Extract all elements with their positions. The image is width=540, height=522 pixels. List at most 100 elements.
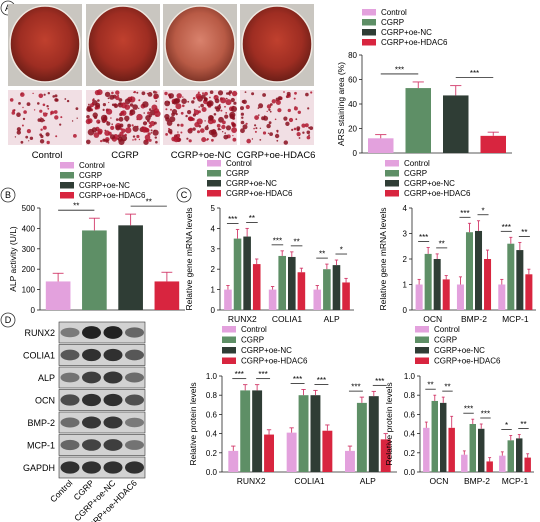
y-tick-label: 0.4 — [206, 430, 218, 439]
stain-dot — [213, 113, 217, 116]
stain-dot — [106, 121, 111, 126]
stain-dot — [136, 113, 143, 121]
legend-swatch — [207, 180, 221, 187]
stain-dot — [141, 91, 146, 96]
legend-label: CGRP — [79, 171, 102, 180]
significance-label: *** — [235, 370, 244, 379]
stain-dot — [189, 127, 193, 132]
blot-band — [60, 461, 80, 474]
stain-dot — [225, 125, 232, 131]
bar — [118, 225, 143, 310]
blot-band — [60, 439, 80, 451]
stain-dot — [201, 107, 207, 112]
stain-dot — [146, 92, 149, 95]
stain-dot — [20, 140, 24, 144]
stain-dot — [200, 103, 204, 108]
stain-dot — [294, 91, 297, 95]
stain-dot — [59, 123, 62, 126]
y-tick-label: 4 — [403, 204, 408, 213]
bar — [240, 390, 251, 472]
stain-dot — [152, 129, 159, 136]
stain-dot — [306, 130, 311, 135]
significance-label: ** — [146, 198, 152, 207]
stain-dot — [76, 117, 78, 119]
blot-band — [103, 393, 123, 407]
bar — [332, 265, 341, 310]
legend-swatch — [222, 326, 236, 333]
stain-dot — [286, 91, 291, 96]
stain-dot — [124, 115, 130, 122]
stain-dot — [110, 125, 115, 130]
stain-dot — [129, 109, 136, 116]
stain-dot — [217, 127, 221, 131]
blot-band — [82, 416, 101, 429]
stain-dot — [85, 118, 92, 125]
stain-dot — [115, 118, 119, 121]
y-tick-label: 1 — [403, 281, 408, 290]
stain-dot — [202, 92, 204, 95]
significance-label: ** — [439, 239, 445, 248]
stain-dot — [176, 93, 182, 99]
stain-dot — [214, 98, 220, 104]
significance-label: *** — [258, 370, 267, 379]
stain-dot — [240, 128, 245, 134]
stain-dot — [242, 124, 248, 130]
legend-swatch — [207, 170, 221, 177]
blot-band-label: GAPDH — [23, 463, 55, 473]
bar — [475, 230, 483, 310]
stain-dot — [175, 112, 178, 116]
stain-dot — [168, 127, 170, 130]
stain-dot — [225, 97, 228, 100]
stain-dot — [115, 95, 120, 101]
stain-dot — [188, 116, 193, 122]
blot-band — [82, 348, 101, 362]
legend-swatch — [222, 336, 236, 343]
stain-dot — [266, 123, 271, 129]
stain-dot — [50, 110, 55, 115]
stain-dot — [195, 93, 202, 100]
stain-dot — [42, 125, 47, 130]
significance-label: *** — [502, 223, 511, 232]
bar — [448, 427, 455, 472]
stain-dot — [115, 125, 121, 131]
legend-label: CGRP+oe-NC — [79, 181, 130, 190]
stain-dot — [251, 92, 255, 96]
bar — [469, 424, 476, 472]
bar — [268, 289, 277, 310]
stain-dot — [26, 102, 31, 106]
stain-dot — [225, 112, 228, 114]
stain-dot — [148, 122, 151, 124]
stain-dot — [134, 138, 137, 141]
photo-label: CGRP+oe-HDAC6 — [237, 150, 316, 161]
stain-dot — [223, 134, 229, 140]
bar — [228, 450, 239, 472]
stain-dot — [165, 133, 169, 136]
stain-dot — [188, 139, 192, 143]
stain-dot — [60, 116, 63, 119]
significance-label: *** — [481, 410, 490, 419]
stain-dot — [138, 99, 141, 102]
legend-label: Control — [79, 161, 105, 170]
stain-dot — [297, 110, 301, 115]
bar — [264, 434, 274, 472]
stain-dot — [73, 134, 77, 138]
ars-staining-photos — [8, 4, 314, 145]
stain-dot — [206, 124, 209, 127]
stain-dot — [222, 131, 224, 133]
stain-dot — [196, 118, 203, 125]
bar — [507, 440, 514, 472]
well-dish — [164, 5, 236, 83]
bar — [440, 402, 447, 472]
bar — [525, 274, 533, 310]
stain-dot — [240, 120, 245, 125]
stain-dot — [132, 135, 136, 138]
stain-dot — [155, 140, 158, 144]
legend-label: Control — [241, 325, 267, 334]
x-tick-label: MCP-1 — [502, 476, 529, 486]
bar — [313, 289, 322, 310]
stain-dot — [127, 123, 131, 128]
stain-dot — [246, 138, 251, 144]
bar — [516, 438, 523, 472]
